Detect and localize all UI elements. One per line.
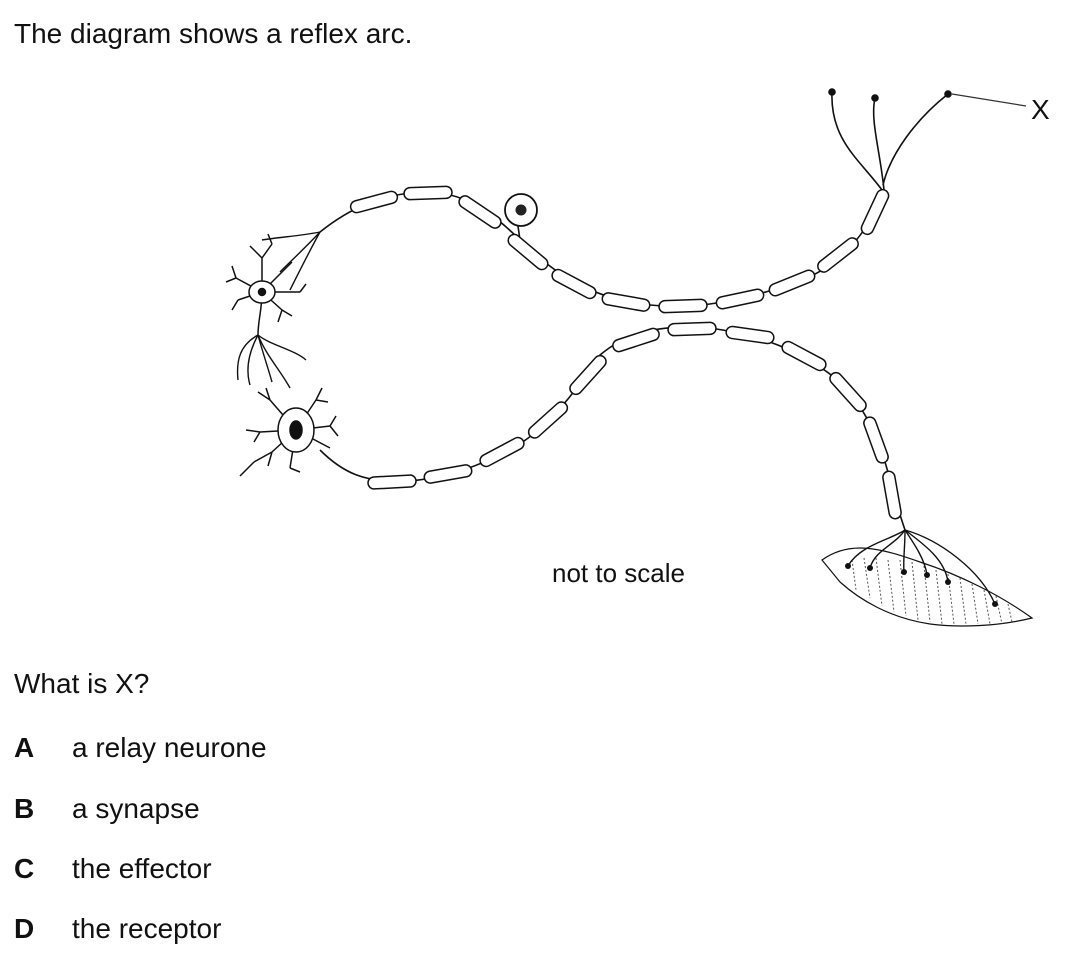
- sensory-terminal-branches: [261, 231, 321, 291]
- option-d-text: the receptor: [72, 913, 222, 944]
- receptor-endings: [828, 88, 952, 191]
- option-a-text: a relay neurone: [72, 732, 267, 763]
- sensory-myelin-sheath: [349, 185, 890, 314]
- x-pointer: X: [951, 93, 1050, 125]
- sensory-cell-body: [504, 193, 538, 241]
- option-c-letter: C: [14, 853, 35, 884]
- effector-muscle: [821, 529, 1034, 627]
- question-prompt: What is X?: [14, 668, 150, 699]
- question-intro: The diagram shows a reflex arc.: [14, 18, 413, 49]
- option-c-text: the effector: [72, 853, 212, 884]
- option-b-text: a synapse: [72, 793, 200, 824]
- option-b-letter: B: [14, 793, 35, 824]
- scale-note: not to scale: [552, 558, 685, 588]
- relay-motor-connection: [236, 334, 307, 389]
- option-d-letter: D: [14, 913, 35, 944]
- relay-neurone: [225, 233, 307, 336]
- motor-cell-body: [239, 387, 339, 477]
- x-label: X: [1031, 94, 1050, 125]
- motor-myelin-sheath: [367, 321, 902, 520]
- option-a-letter: A: [14, 732, 35, 763]
- sensory-axon: [319, 189, 886, 308]
